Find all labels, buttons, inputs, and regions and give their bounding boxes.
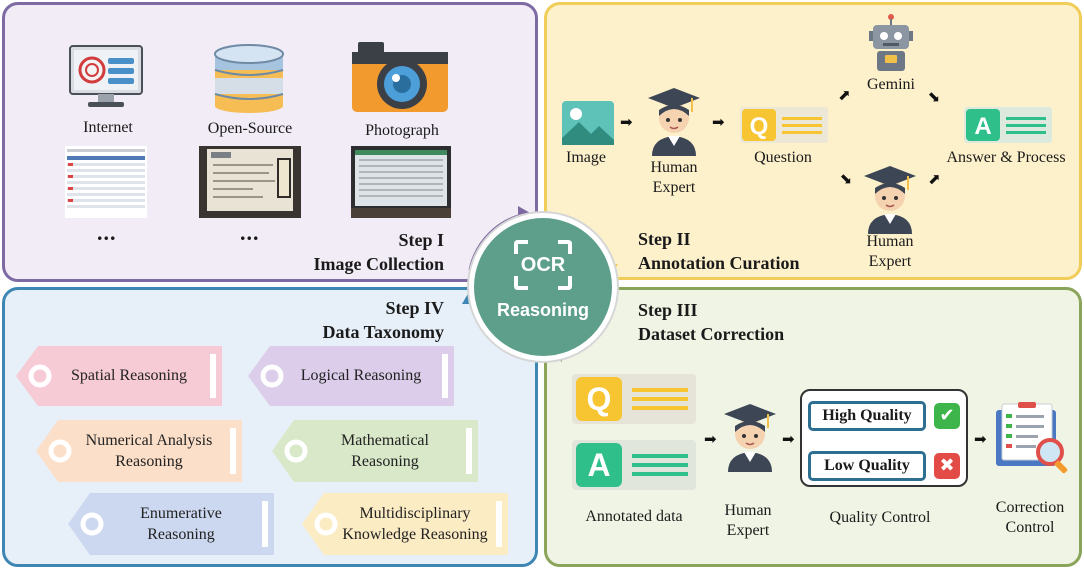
human-expert-label-3: Human Expert — [724, 502, 772, 539]
quality-control-label: Quality Control — [829, 509, 931, 526]
step1-number: Step I — [398, 230, 444, 250]
webpage-thumbnail — [65, 146, 147, 218]
ocr-text: OCR — [520, 254, 566, 276]
graduate-icon — [864, 166, 916, 234]
ocr-scan-icon — [514, 240, 572, 290]
source-internet-label: Internet — [83, 119, 133, 136]
arrow-right-icon: ➡ — [974, 430, 987, 448]
check-icon: ✔ — [934, 403, 960, 429]
step2-heading: Step II Annotation Curation — [638, 227, 800, 275]
ocr-reasoning-hub: OCR Reasoning — [469, 213, 617, 361]
monitor-icon — [69, 45, 143, 107]
q-card-icon: Q — [572, 374, 696, 424]
high-quality-badge: High Quality — [808, 401, 926, 431]
checklist-icon — [996, 402, 1068, 474]
taxonomy-spatial: Spatial Reasoning — [16, 346, 222, 406]
human-expert-label-1: Human Expert — [650, 159, 698, 196]
a-card-icon: A — [572, 440, 696, 490]
step4-number: Step IV — [385, 298, 444, 318]
taxonomy-logical: Logical Reasoning — [248, 346, 454, 406]
step3-number: Step III — [638, 300, 698, 320]
taxonomy-multidisciplinary-label: Multidisciplinary Knowledge Reasoning — [342, 505, 488, 543]
graduate-icon — [724, 404, 776, 472]
correction-control-label: Correction Control — [995, 499, 1065, 536]
arrow-right-icon: ➡ — [712, 113, 725, 131]
cross-icon: ✖ — [934, 453, 960, 479]
step1-heading: Step I Image Collection — [314, 228, 444, 276]
svg-text:A: A — [974, 113, 991, 140]
image-label: Image — [566, 149, 606, 166]
taxonomy-spatial-label: Spatial Reasoning — [71, 367, 187, 384]
step4-heading: Step IV Data Taxonomy — [322, 296, 444, 344]
document-photo-thumbnail — [199, 146, 301, 218]
taxonomy-mathematical-label: Mathematical Reasoning — [341, 432, 429, 470]
arrow-right-icon: ➡ — [620, 113, 633, 131]
ellipsis-1: ... — [97, 220, 117, 245]
screen-photo-thumbnail — [351, 146, 451, 218]
taxonomy-numerical: Numerical Analysis Reasoning — [36, 420, 242, 482]
annotated-data-label: Annotated data — [585, 508, 683, 525]
source-photograph-label: Photograph — [365, 122, 439, 139]
step1-title: Image Collection — [313, 254, 444, 274]
taxonomy-enumerative-label: Enumerative Reasoning — [140, 505, 222, 543]
taxonomy-numerical-label: Numerical Analysis Reasoning — [85, 432, 213, 470]
taxonomy-enumerative: Enumerative Reasoning — [68, 493, 274, 555]
ellipsis-2: ... — [240, 220, 260, 245]
question-label: Question — [754, 149, 812, 166]
reasoning-text: Reasoning — [496, 300, 589, 320]
step2-number: Step II — [638, 229, 691, 249]
image-icon — [562, 101, 614, 145]
robot-icon — [869, 14, 913, 71]
human-expert-label-2: Human Expert — [866, 233, 914, 270]
low-quality-badge: Low Quality — [808, 451, 926, 481]
taxonomy-mathematical: Mathematical Reasoning — [272, 420, 478, 482]
graduate-icon — [648, 88, 700, 156]
arrow-right-icon: ➡ — [782, 430, 795, 448]
taxonomy-logical-label: Logical Reasoning — [300, 367, 422, 384]
step4-title: Data Taxonomy — [322, 322, 444, 342]
database-icon — [214, 44, 284, 113]
arrow-right-icon: ➡ — [704, 430, 717, 448]
step3-heading: Step III Dataset Correction — [638, 298, 784, 346]
camera-icon — [352, 42, 448, 112]
gemini-label: Gemini — [867, 76, 915, 93]
svg-text:A: A — [587, 447, 610, 483]
step2-title: Annotation Curation — [638, 253, 800, 273]
svg-text:Q: Q — [587, 381, 612, 417]
source-opensource-label: Open-Source — [207, 120, 293, 137]
taxonomy-multidisciplinary: Multidisciplinary Knowledge Reasoning — [302, 493, 508, 555]
svg-text:Q: Q — [750, 113, 769, 140]
step3-title: Dataset Correction — [638, 324, 785, 344]
answer-label: Answer & Process — [946, 149, 1066, 166]
a-card-icon: A — [964, 107, 1052, 143]
q-card-icon: Q — [740, 107, 828, 143]
